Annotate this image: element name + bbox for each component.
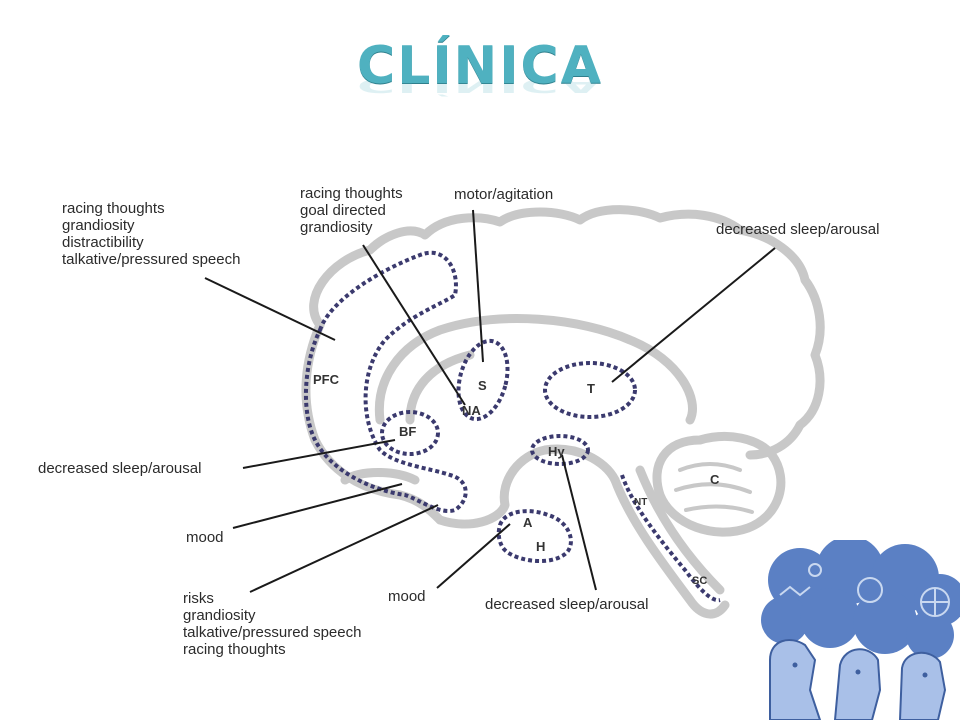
- region-label-na: NA: [462, 403, 481, 418]
- faces: [792, 662, 928, 678]
- label-pfc-symptoms: racing thoughts grandiosity distractibil…: [62, 200, 241, 268]
- region-label-pfc: PFC: [313, 372, 339, 387]
- leader-s: [472, 209, 484, 363]
- region-pfc: [304, 250, 468, 513]
- leader-bf: [242, 439, 396, 469]
- region-label-bf: BF: [399, 424, 417, 439]
- cerebellum-folia: [674, 462, 754, 514]
- region-label-a: A: [523, 515, 533, 530]
- temporal-lobe-outline: [435, 444, 620, 529]
- leader-na: [362, 244, 466, 406]
- region-label-nt: NT: [634, 497, 648, 508]
- region-label-h: H: [536, 539, 546, 554]
- cortex-outline: [309, 205, 825, 460]
- region-label-t: T: [587, 381, 595, 396]
- inner-arch: [405, 350, 475, 425]
- leader-t: [611, 247, 776, 383]
- region-label-s: S: [478, 378, 487, 393]
- region-s: [456, 338, 510, 422]
- people-heads-illustration: [760, 540, 960, 720]
- corpus-callosum-outline: [374, 314, 697, 425]
- region-label-c: C: [710, 472, 720, 487]
- label-amygdala-mood: mood: [388, 588, 426, 605]
- cerebellum-outline: [652, 432, 786, 537]
- lower-frontal-loop: [340, 468, 420, 485]
- label-ofc-mood: mood: [186, 529, 224, 546]
- label-bf-symptom: decreased sleep/arousal: [38, 460, 202, 477]
- region-label-hy: Hy: [548, 444, 565, 459]
- leader-amygdala-mood: [436, 523, 511, 589]
- leader-pfc: [204, 277, 336, 341]
- leader-ofc-mood: [232, 483, 403, 529]
- slide-title: CLÍNICA: [357, 36, 603, 96]
- label-t-symptom: decreased sleep/arousal: [716, 221, 880, 238]
- label-hy-symptom: decreased sleep/arousal: [485, 596, 649, 613]
- leader-hy: [561, 454, 597, 591]
- label-s-symptom: motor/agitation: [454, 186, 554, 203]
- region-hy: [530, 434, 590, 466]
- cloud-details: [779, 563, 950, 617]
- heads: [769, 639, 947, 720]
- brainstem-inner: [635, 465, 725, 595]
- region-a-h: [496, 509, 573, 564]
- leader-lines: [204, 209, 776, 593]
- thought-cloud: [761, 540, 960, 659]
- label-risks-list: risks grandiosity talkative/pressured sp…: [183, 590, 362, 658]
- region-t: [543, 361, 637, 419]
- dotted-regions: [304, 250, 721, 603]
- brainstem-outline: [610, 475, 730, 619]
- label-na-symptoms: racing thoughts goal directed grandiosit…: [300, 185, 403, 236]
- region-bf: [380, 410, 440, 456]
- region-label-sc: SC: [692, 575, 708, 587]
- leader-risks: [249, 504, 439, 593]
